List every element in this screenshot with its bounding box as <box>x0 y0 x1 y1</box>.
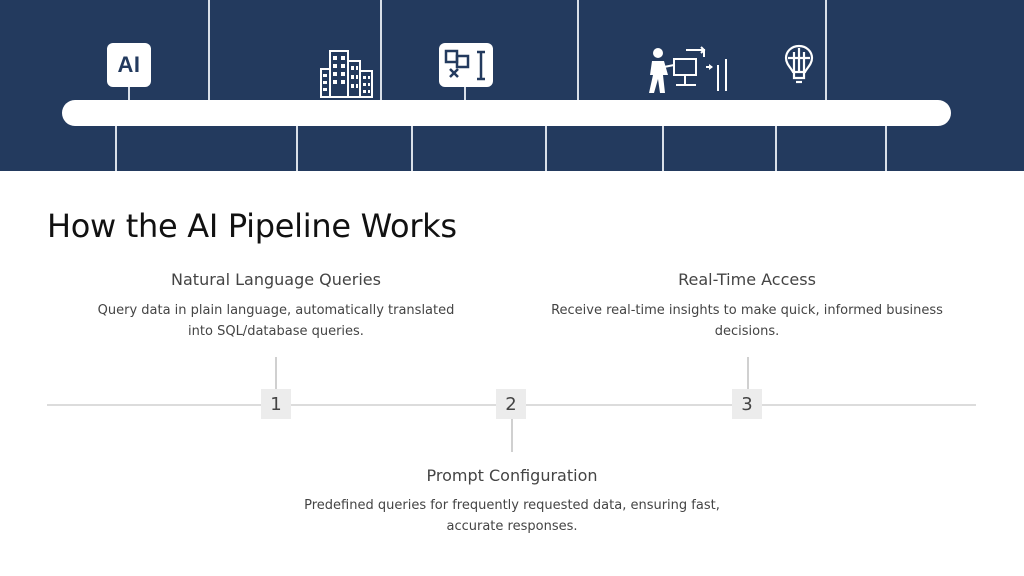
step-3-number: 3 <box>732 389 762 419</box>
lightbulb-icon <box>784 44 814 84</box>
timeline-connector <box>511 419 513 452</box>
timeline-connector <box>747 357 749 389</box>
banner-line <box>775 126 777 171</box>
step-1-title: Natural Language Queries <box>171 270 381 289</box>
banner-line <box>380 0 382 100</box>
step-1-number: 1 <box>261 389 291 419</box>
step-3-title: Real-Time Access <box>678 270 816 289</box>
banner-line <box>411 126 413 171</box>
step-2-number: 2 <box>496 389 526 419</box>
ai-badge-icon: AI <box>107 43 151 87</box>
step-2-description: Predefined queries for frequently reques… <box>304 498 720 534</box>
step-number-label: 3 <box>741 393 753 415</box>
banner-line <box>208 0 210 100</box>
step-number-label: 1 <box>270 393 282 415</box>
banner-line <box>545 126 547 171</box>
buildings-icon <box>320 50 373 98</box>
banner-line <box>464 87 466 100</box>
page-title: How the AI Pipeline Works <box>47 207 457 245</box>
banner-line <box>296 126 298 171</box>
banner-line <box>885 126 887 171</box>
step-number-label: 2 <box>505 393 517 415</box>
banner-line <box>825 0 827 100</box>
banner-line <box>115 126 117 171</box>
banner-line <box>577 0 579 100</box>
step-1-description: Query data in plain language, automatica… <box>97 303 455 339</box>
banner-line <box>662 126 664 171</box>
timeline-connector <box>275 357 277 389</box>
header-banner: AI <box>0 0 1024 171</box>
step-3-description: Receive real-time insights to make quick… <box>551 303 943 339</box>
banner-line <box>128 87 130 100</box>
form-cursor-icon <box>439 43 493 87</box>
step-2-title: Prompt Configuration <box>426 466 598 485</box>
banner-rail <box>62 100 951 126</box>
ai-badge-label: AI <box>117 52 141 77</box>
presenter-chart-icon <box>649 46 727 93</box>
